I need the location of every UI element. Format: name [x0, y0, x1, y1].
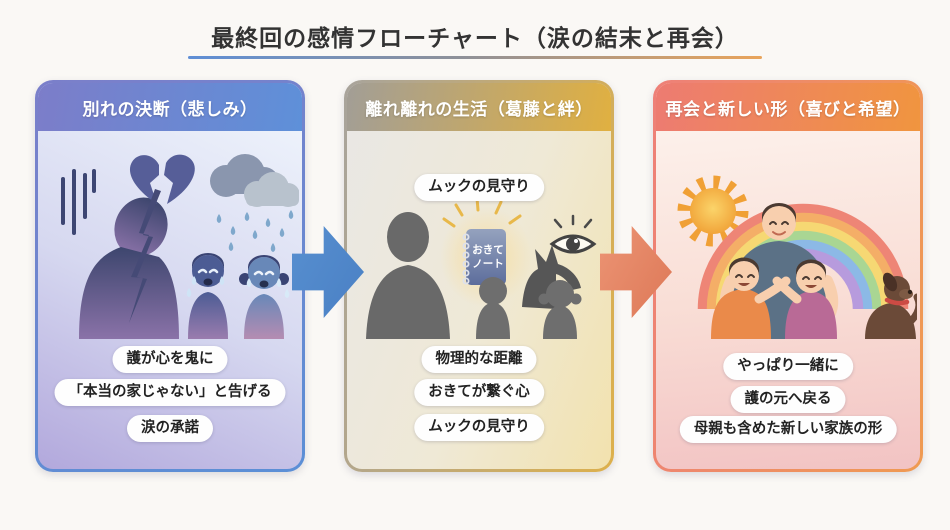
notebook-label-line1: おきて: [472, 244, 504, 256]
panel-separation-title: 別れの決断（悲しみ）: [82, 99, 258, 119]
label-pill: 護の元へ戻る: [730, 386, 846, 413]
notebook-label-line2: ノート: [472, 258, 504, 270]
stress-lines-icon: [61, 169, 96, 235]
panel-apart-header: 離れ離れの生活（葛藤と絆）: [347, 83, 611, 131]
watching-eye-icon: [549, 214, 597, 254]
crack-icon: [129, 189, 161, 323]
label-pill: おきてが繋ぐ心: [414, 379, 544, 406]
crying-boy-icon: [186, 253, 228, 339]
page-title: 最終回の感情フローチャート（涙の結末と再会）: [211, 25, 739, 51]
panel-apart: 離れ離れの生活（葛藤と絆）: [344, 80, 614, 472]
label-pill: ムックの見守り: [414, 174, 544, 201]
label-pill: やっぱり一緒に: [723, 353, 853, 380]
crying-girl-icon: [239, 255, 290, 339]
panel-apart-body: 離れ離れの生活（葛藤と絆）: [347, 83, 611, 469]
rain-cloud-icon: [210, 154, 299, 252]
sad-scene-illustration: [61, 154, 299, 339]
label-pill: 護が心を鬼に: [112, 346, 228, 373]
panel-reunion-title: 再会と新しい形（喜びと希望）: [665, 99, 911, 119]
label-pill: 「本当の家じゃない」と告げる: [54, 379, 286, 406]
sun-icon: [677, 175, 749, 247]
label-pill: 母親も含めた新しい家族の形: [679, 416, 897, 443]
dog-silhouette-icon: [522, 245, 581, 309]
panel-separation: 別れの決断（悲しみ）: [35, 80, 305, 472]
broken-heart-icon: [129, 154, 195, 204]
label-pill: 涙の承諾: [127, 415, 213, 442]
panel-separation-header: 別れの決断（悲しみ）: [38, 83, 302, 131]
raindrops-icon: [216, 210, 294, 252]
children-silhouettes-icon: [476, 277, 582, 339]
panel-separation-body: 別れの決断（悲しみ）: [38, 83, 302, 469]
panel-apart-title: 離れ離れの生活（葛藤と絆）: [365, 99, 593, 119]
panel-reunion: 再会と新しい形（喜びと希望）: [653, 80, 923, 472]
adult-silhouette-icon: [366, 212, 450, 339]
title-underline: [188, 56, 762, 59]
sad-man-icon: [79, 197, 179, 339]
label-pill: 物理的な距離: [421, 346, 537, 373]
label-pill: ムックの見守り: [414, 414, 544, 441]
reunion-scene-illustration: [677, 175, 917, 339]
family-dog-icon: [865, 272, 917, 339]
panel-reunion-body: 再会と新しい形（喜びと希望）: [656, 83, 920, 469]
girl-icon: [772, 259, 837, 339]
panel-reunion-header: 再会と新しい形（喜びと希望）: [656, 83, 920, 131]
apart-scene-illustration: おきて ノート: [366, 196, 597, 339]
rule-notebook-icon: おきて ノート: [440, 196, 532, 307]
